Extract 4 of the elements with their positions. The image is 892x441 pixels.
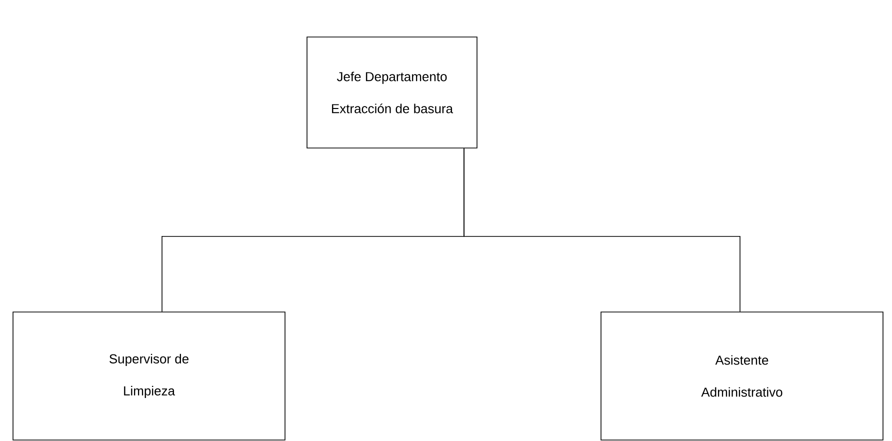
connector-line — [464, 148, 740, 312]
org-box: Jefe Departamento Extracción de basura — [306, 36, 478, 148]
org-box: Asistente Administrativo — [600, 312, 884, 440]
org-box: Supervisor de Limpieza — [12, 312, 286, 440]
